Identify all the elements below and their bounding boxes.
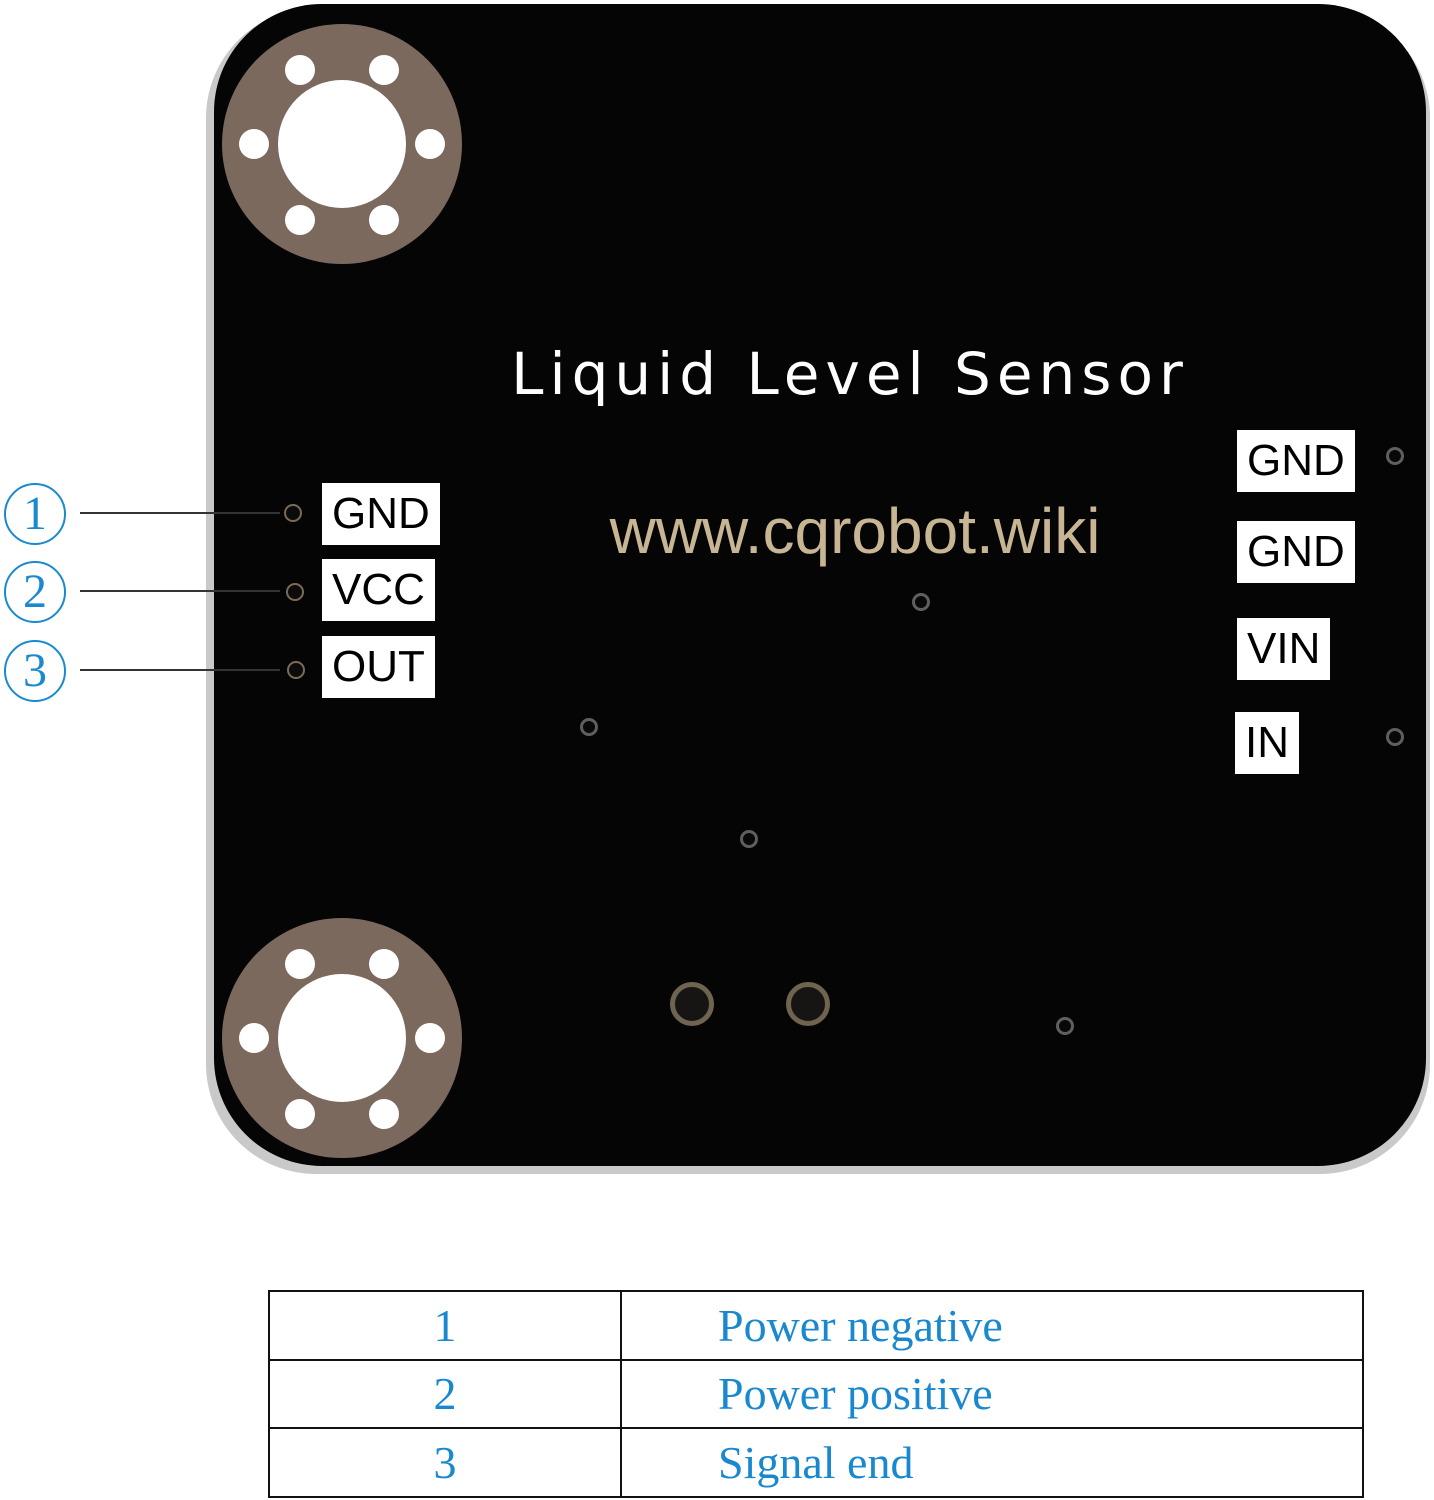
callout-number-1: 1 xyxy=(4,483,66,545)
mounting-via xyxy=(415,129,445,159)
board-url: www.cqrobot.wiki xyxy=(609,495,1101,567)
table-cell-function: Power positive xyxy=(620,1358,1364,1430)
mounting-via xyxy=(369,55,399,85)
mounting-hole-bottom xyxy=(222,918,462,1158)
table-row: 1 Power negative xyxy=(268,1290,1364,1361)
callout-line-3 xyxy=(80,669,280,671)
mounting-via xyxy=(285,55,315,85)
via xyxy=(1056,1017,1074,1035)
mounting-via xyxy=(239,1023,269,1053)
pin-pad-3 xyxy=(287,661,305,679)
pin-description-table: 1 Power negative 2 Power positive 3 Sign… xyxy=(268,1290,1364,1498)
table-cell-function: Power negative xyxy=(620,1290,1364,1361)
mounting-via xyxy=(285,205,315,235)
via xyxy=(1386,447,1404,465)
board-title: Liquid Level Sensor xyxy=(511,340,1189,408)
through-hole-pad xyxy=(786,982,830,1026)
right-label-gnd-2: GND xyxy=(1237,521,1355,583)
mounting-via xyxy=(369,1099,399,1129)
mounting-via xyxy=(415,1023,445,1053)
callout-line-1 xyxy=(80,512,280,514)
table-cell-pin: 1 xyxy=(268,1290,622,1361)
right-label-vin: VIN xyxy=(1237,618,1331,680)
mounting-hole-center xyxy=(278,974,406,1102)
via xyxy=(912,593,930,611)
pin-label-vcc: VCC xyxy=(322,559,435,621)
table-cell-function: Signal end xyxy=(620,1427,1364,1498)
table-row: 2 Power positive xyxy=(268,1358,1364,1430)
pin-label-out: OUT xyxy=(322,636,435,698)
table-row: 3 Signal end xyxy=(268,1427,1364,1498)
callout-line-2 xyxy=(80,590,280,592)
table-cell-pin: 2 xyxy=(268,1358,622,1430)
right-label-in: IN xyxy=(1235,712,1299,774)
mounting-via xyxy=(369,205,399,235)
callout-number-2: 2 xyxy=(4,561,66,623)
mounting-via xyxy=(285,949,315,979)
through-hole-pad xyxy=(670,982,714,1026)
pin-label-gnd: GND xyxy=(322,483,440,545)
via xyxy=(580,718,598,736)
via xyxy=(1386,728,1404,746)
table-cell-pin: 3 xyxy=(268,1427,622,1498)
via xyxy=(740,830,758,848)
pin-pad-2 xyxy=(286,583,304,601)
callout-number-3: 3 xyxy=(4,640,66,702)
pin-pad-1 xyxy=(284,504,302,522)
mounting-hole-top xyxy=(222,24,462,264)
right-label-gnd-1: GND xyxy=(1237,430,1355,492)
mounting-via xyxy=(239,129,269,159)
mounting-via xyxy=(369,949,399,979)
mounting-hole-center xyxy=(278,80,406,208)
mounting-via xyxy=(285,1099,315,1129)
